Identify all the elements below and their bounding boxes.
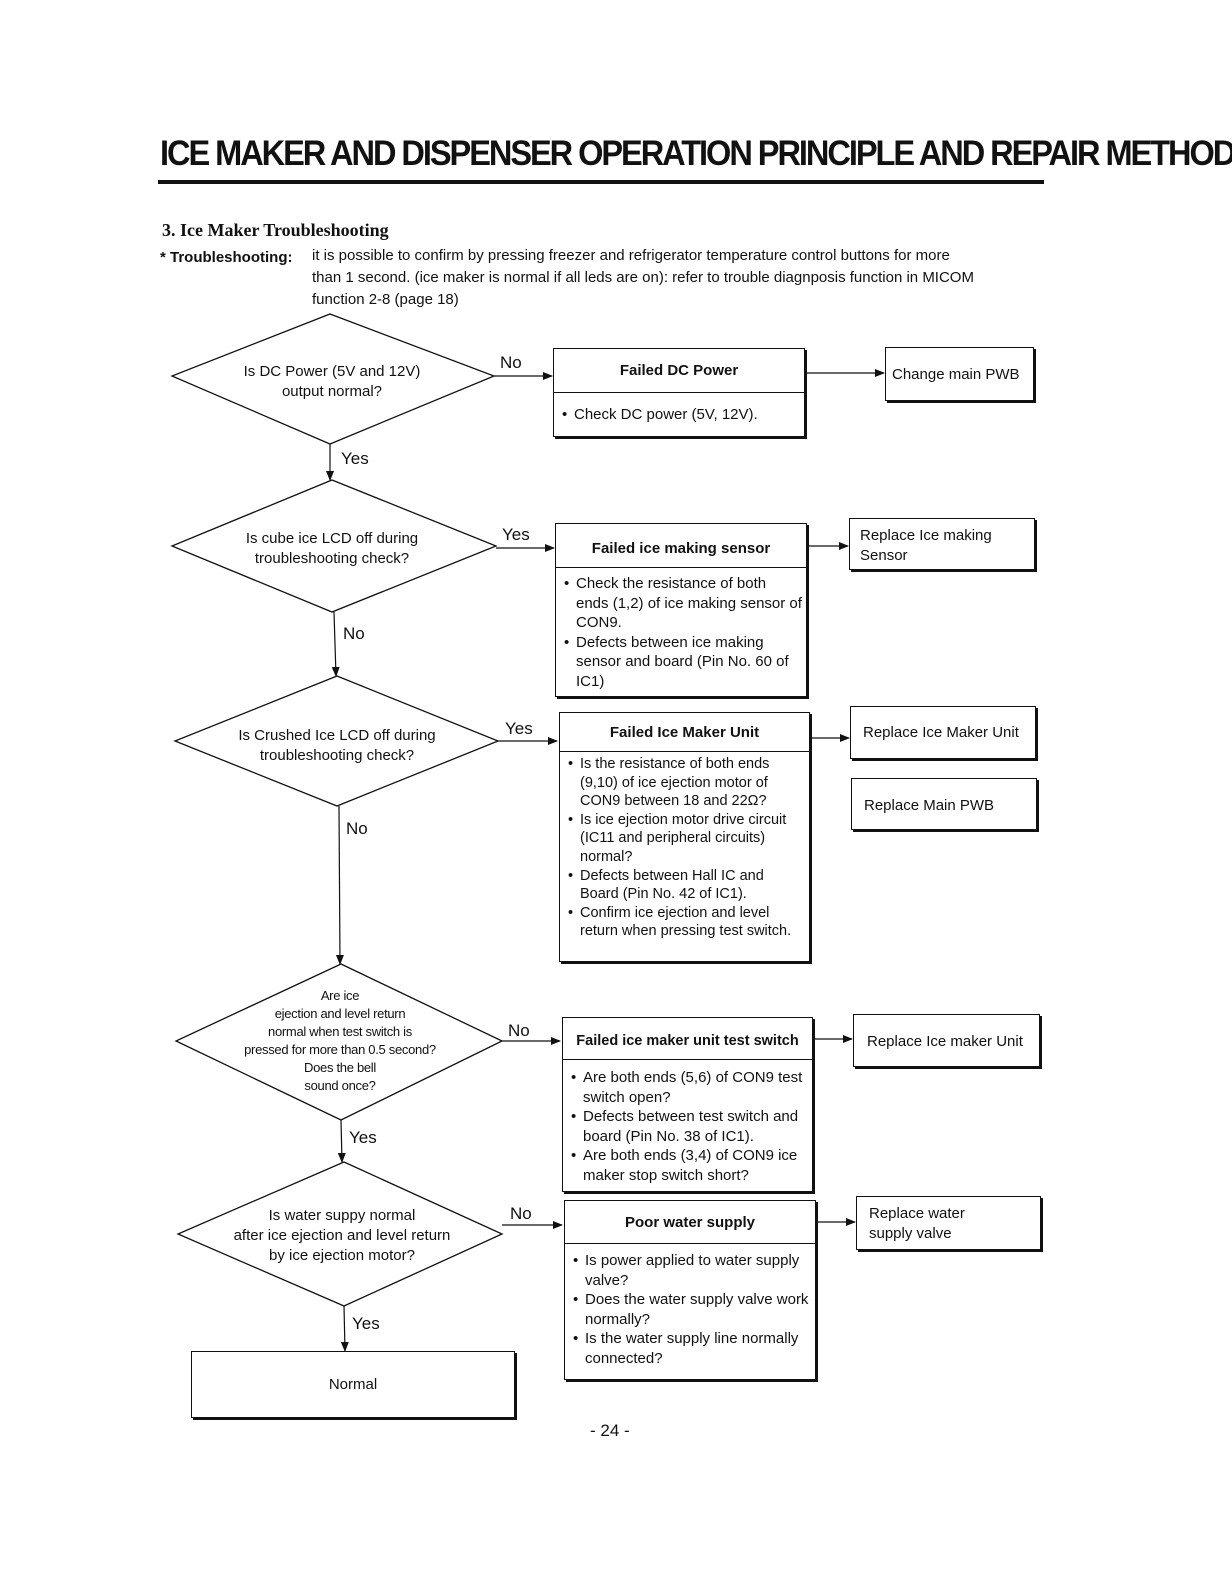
check-item: Does the water supply valve work normall…: [573, 1290, 811, 1329]
decision-text-crushed-ice: Is Crushed Ice LCD off during troublesho…: [238, 727, 436, 764]
check-item: Defects between test switch and board (P…: [571, 1107, 808, 1146]
troubleshooting-line: than 1 second. (ice maker is normal if a…: [312, 269, 974, 286]
check-item: Check DC power (5V, 12V).: [562, 405, 800, 425]
branch-label: No: [500, 353, 522, 372]
check-item: Is ice ejection motor drive circuit (IC1…: [568, 811, 805, 867]
check-item: Is the water supply line normally connec…: [573, 1329, 811, 1368]
fault-checklist: Are both ends (5,6) of CON9 test switch …: [563, 1060, 812, 1189]
decision-diamond-cube-ice: [170, 479, 498, 613]
fault-title: Failed Ice Maker Unit: [560, 713, 809, 752]
normal-label: Normal: [328, 1376, 378, 1393]
page-title: ICE MAKER AND DISPENSER OPERATION PRINCI…: [160, 134, 1232, 173]
fault-checklist: Is power applied to water supply valve? …: [565, 1244, 815, 1372]
fault-box-water-supply: Poor water supply Is power applied to wa…: [564, 1200, 816, 1380]
check-item: Check the resistance of both ends (1,2) …: [564, 574, 802, 633]
check-item: Are both ends (3,4) of CON9 ice maker st…: [571, 1146, 808, 1185]
branch-label: No: [346, 819, 368, 838]
troubleshooting-line: it is possible to confirm by pressing fr…: [312, 247, 950, 264]
troubleshooting-label: * Troubleshooting:: [160, 249, 293, 266]
action-box-change-main-pwb: Change main PWB: [885, 347, 1034, 401]
branch-label: No: [508, 1021, 530, 1040]
branch-label: Yes: [352, 1314, 380, 1333]
check-item: Is power applied to water supply valve?: [573, 1251, 811, 1290]
title-rule: [158, 180, 1044, 184]
action-box-replace-main-pwb: Replace Main PWB: [851, 778, 1037, 830]
fault-checklist: Check the resistance of both ends (1,2) …: [556, 568, 806, 695]
branch-label: Yes: [502, 525, 530, 544]
check-item: Defects between Hall IC and Board (Pin N…: [568, 867, 805, 904]
decision-text-cube-ice: Is cube ice LCD off during troubleshooti…: [245, 530, 419, 567]
fault-title: Poor water supply: [565, 1201, 815, 1244]
fault-title: Failed ice making sensor: [556, 524, 806, 568]
section-heading: 3. Ice Maker Troubleshooting: [162, 220, 389, 240]
check-item: Defects between ice making sensor and bo…: [564, 633, 802, 692]
fault-box-dc-power: Failed DC Power Check DC power (5V, 12V)…: [553, 348, 805, 437]
decision-text-water-supply: Is water suppy normal after ice ejection…: [233, 1207, 451, 1264]
check-item: Confirm ice ejection and level return wh…: [568, 904, 805, 941]
fault-box-ice-maker-unit: Failed Ice Maker Unit Is the resistance …: [559, 712, 810, 962]
page-number: - 24 -: [590, 1421, 630, 1440]
action-box-replace-sensor: Replace Ice making Sensor: [849, 518, 1035, 570]
action-box-replace-ice-maker-unit: Replace Ice Maker Unit: [850, 706, 1036, 759]
fault-checklist: Is the resistance of both ends (9,10) of…: [560, 752, 809, 945]
action-box-replace-water-valve: Replace water supply valve: [856, 1196, 1041, 1250]
decision-diamond-crushed-ice: [173, 675, 500, 807]
branch-label: No: [343, 624, 365, 643]
fault-title: Failed DC Power: [554, 349, 804, 393]
branch-label: Yes: [505, 719, 533, 738]
fault-title: Failed ice maker unit test switch: [563, 1018, 812, 1060]
branch-label: Yes: [341, 449, 369, 468]
check-item: Are both ends (5,6) of CON9 test switch …: [571, 1068, 808, 1107]
check-item: Is the resistance of both ends (9,10) of…: [568, 755, 805, 811]
fault-checklist: Check DC power (5V, 12V).: [554, 393, 804, 429]
decision-text-dc-power: Is DC Power (5V and 12V) output normal?: [243, 363, 421, 400]
branch-label: Yes: [349, 1128, 377, 1147]
branch-label: No: [510, 1204, 532, 1223]
action-box-replace-ice-maker-unit-2: Replace Ice maker Unit: [853, 1014, 1040, 1067]
troubleshooting-text: it is possible to confirm by pressing fr…: [312, 245, 1032, 311]
normal-box: Normal: [191, 1351, 515, 1418]
decision-text-test-switch: Are ice ejection and level return normal…: [244, 988, 436, 1093]
fault-box-ice-making-sensor: Failed ice making sensor Check the resis…: [555, 523, 807, 697]
fault-box-test-switch: Failed ice maker unit test switch Are bo…: [562, 1017, 813, 1192]
troubleshooting-line: function 2-8 (page 18): [312, 291, 459, 308]
